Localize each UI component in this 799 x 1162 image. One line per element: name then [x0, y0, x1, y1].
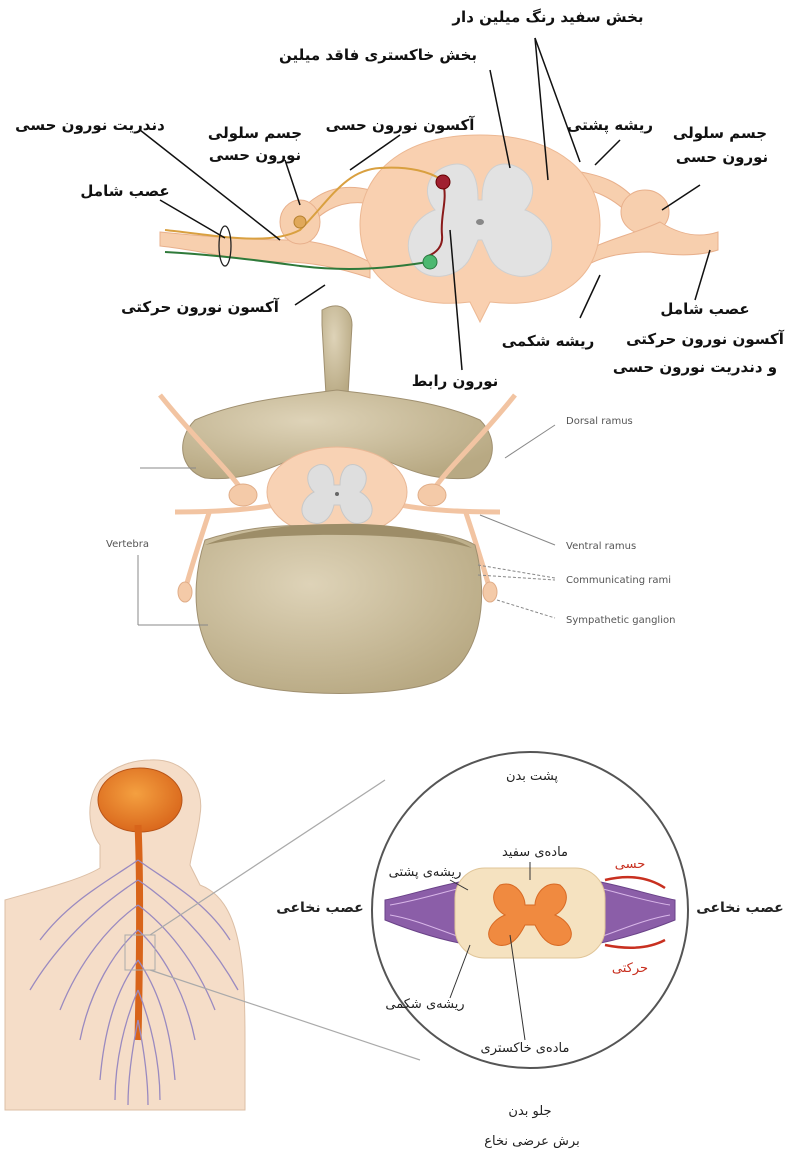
label-gray-matter: بخش خاکستری فاقد میلین	[279, 46, 477, 64]
left-sympathetic-ganglion	[178, 582, 192, 602]
interneuron-cell-body	[436, 175, 450, 189]
label-spinal-nerve-left: عصب نخاعی	[276, 900, 363, 916]
label-ventral-root-bottom: ریشه‌ی شکمی	[385, 997, 464, 1012]
label-dorsal-ramus: Dorsal ramus	[566, 416, 633, 427]
central-canal	[476, 219, 484, 225]
label-sympathetic-ganglion: Sympathetic ganglion	[566, 615, 675, 626]
label-vertebra: Vertebra	[106, 539, 149, 550]
label-dorsal-root-bottom: ریشه‌ی پشتی	[389, 865, 462, 880]
right-sympathetic-ganglion	[483, 582, 497, 602]
label-sensory-axon: آکسون نورون حسی	[326, 116, 476, 134]
label-mixed-nerve-right-line3: و دندریت نورون حسی	[613, 358, 777, 376]
motor-cell-body	[423, 255, 437, 269]
label-white-matter-bottom: ماده‌ی سفید	[502, 845, 568, 860]
label-mixed-nerve-right-line1: عصب شامل	[660, 300, 749, 318]
label-dorsal-root: ریشه پشتی	[567, 116, 653, 135]
spinous-process	[322, 306, 352, 395]
label-sensory: حسی	[615, 857, 645, 872]
label-cell-body-left-line1: جسم سلولی	[208, 124, 302, 142]
label-caption: برش عرضی نخاع	[484, 1134, 579, 1149]
vertebral-body	[196, 526, 482, 694]
top-panel-spinal-cord-section: بخش سفید رنگ میلین دار بخش خاکستری فاقد …	[15, 8, 785, 390]
spinal-cord-body	[138, 825, 140, 1040]
label-front: جلو بدن	[508, 1104, 551, 1119]
sensory-cell-body	[294, 216, 306, 228]
right-dorsal-root-ganglion	[418, 484, 446, 506]
label-cell-body-right-line1: جسم سلولی	[673, 124, 767, 142]
label-sensory-dendrite: دندریت نورون حسی	[15, 116, 165, 134]
label-motor-axon: آکسون نورون حرکتی	[121, 298, 280, 316]
label-white-matter: بخش سفید رنگ میلین دار	[451, 8, 643, 26]
label-mixed-nerve-right-line2: آکسون نورون حرکتی	[626, 330, 785, 348]
label-back: پشت بدن	[506, 769, 558, 784]
label-communicating-rami: Communicating rami	[566, 575, 671, 586]
label-interneuron: نورون رابط	[412, 372, 499, 390]
brain	[98, 768, 182, 832]
label-cell-body-left-line2: نورون حسی	[209, 146, 301, 164]
label-spinal-nerve-right: عصب نخاعی	[696, 900, 783, 916]
left-dorsal-root-ganglion	[229, 484, 257, 506]
label-motor: حرکتی	[612, 961, 648, 976]
bottom-panel-nervous-system: پشت بدن ماده‌ی سفید ریشه‌ی پشتی عصب نخاع…	[5, 752, 784, 1149]
label-cell-body-right-line2: نورون حسی	[676, 148, 768, 166]
label-ventral-root: ریشه شکمی	[502, 332, 595, 350]
middle-panel-vertebra: Dorsal ramus Vertebra Ventral ramus Comm…	[106, 306, 675, 694]
middle-central-canal	[335, 492, 339, 496]
label-mixed-nerve-left: عصب شامل	[80, 182, 169, 200]
label-gray-matter-bottom: ماده‌ی خاکستری	[481, 1041, 570, 1056]
label-ventral-ramus: Ventral ramus	[566, 541, 636, 552]
